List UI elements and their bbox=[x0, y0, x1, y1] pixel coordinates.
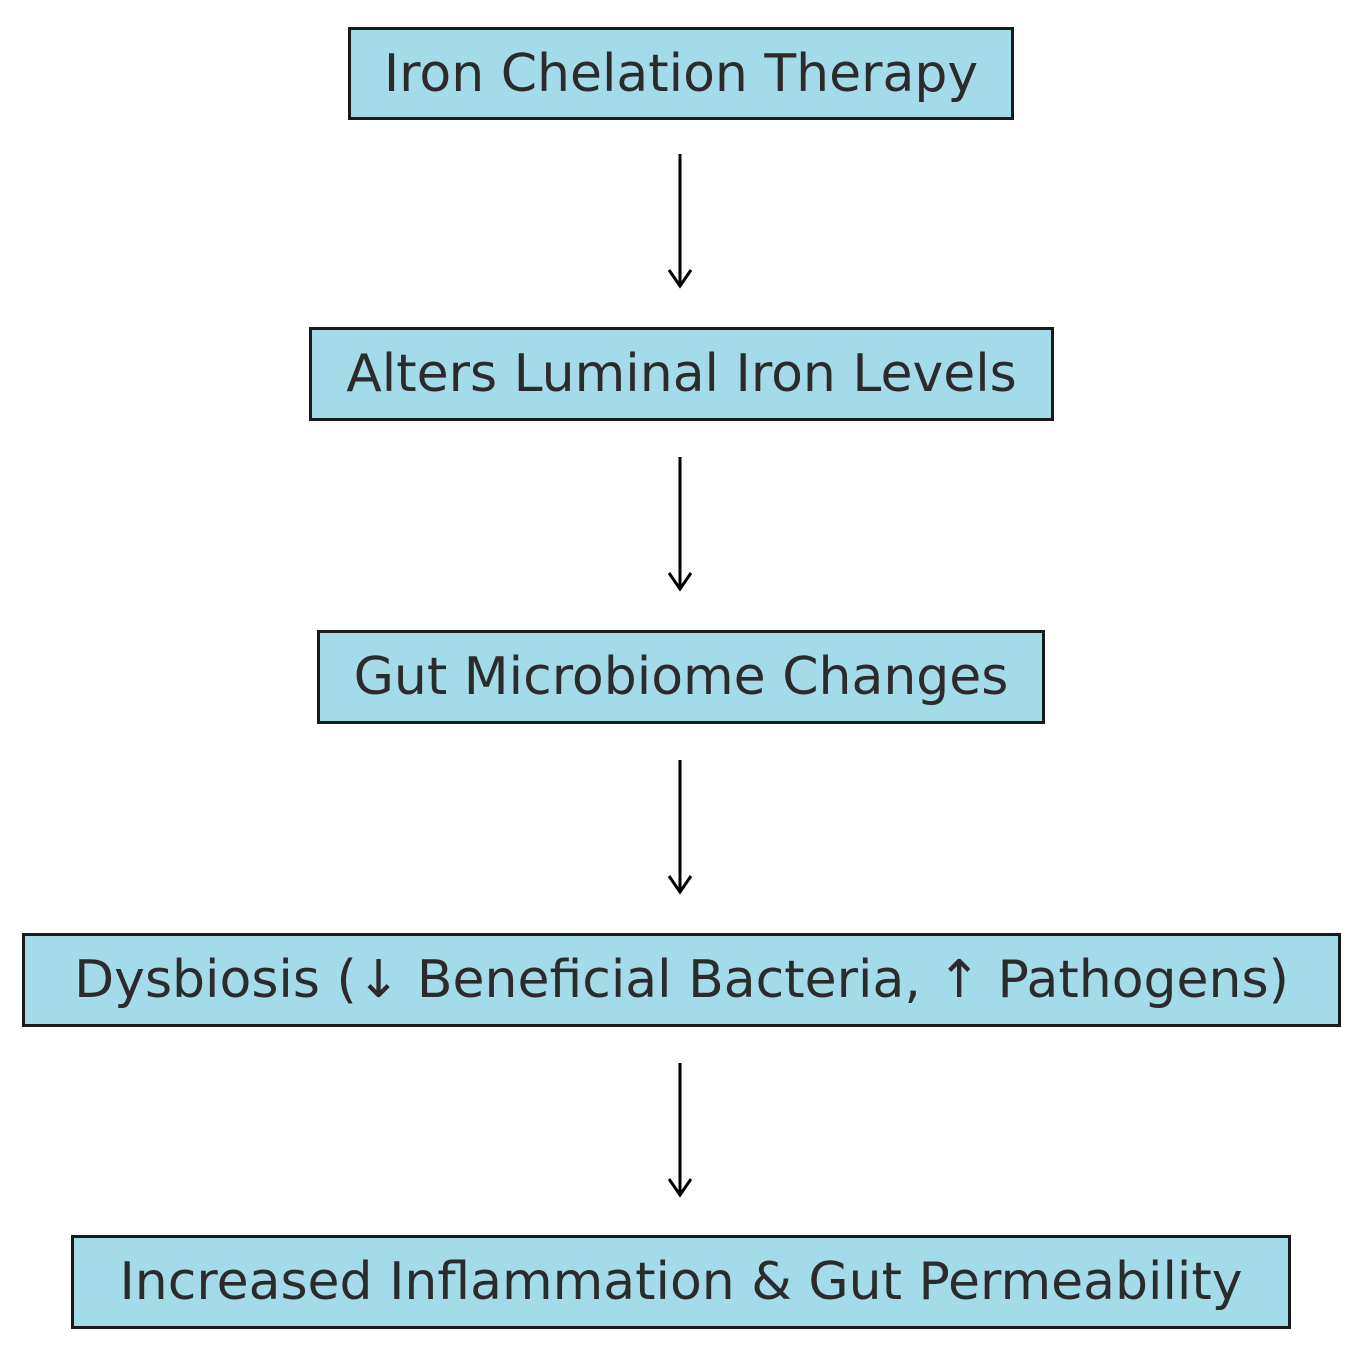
flow-step-4-label: Dysbiosis (↓ Beneficial Bacteria, ↑ Path… bbox=[74, 950, 1289, 1010]
arrow-down-icon bbox=[667, 1063, 693, 1198]
arrow-down-icon bbox=[667, 457, 693, 592]
arrow-down-icon bbox=[667, 154, 693, 289]
flow-step-3: Gut Microbiome Changes bbox=[317, 630, 1045, 724]
flow-step-1-label: Iron Chelation Therapy bbox=[383, 43, 979, 104]
flow-step-3-label: Gut Microbiome Changes bbox=[353, 647, 1009, 707]
flow-step-1: Iron Chelation Therapy bbox=[348, 27, 1014, 120]
flow-step-2-label: Alters Luminal Iron Levels bbox=[346, 344, 1017, 404]
flow-step-2: Alters Luminal Iron Levels bbox=[309, 327, 1054, 421]
flow-step-5-label: Increased Inflammation & Gut Permeabilit… bbox=[119, 1252, 1243, 1312]
flow-step-4: Dysbiosis (↓ Beneficial Bacteria, ↑ Path… bbox=[22, 933, 1341, 1027]
flow-step-5: Increased Inflammation & Gut Permeabilit… bbox=[71, 1235, 1291, 1329]
arrow-down-icon bbox=[667, 760, 693, 895]
